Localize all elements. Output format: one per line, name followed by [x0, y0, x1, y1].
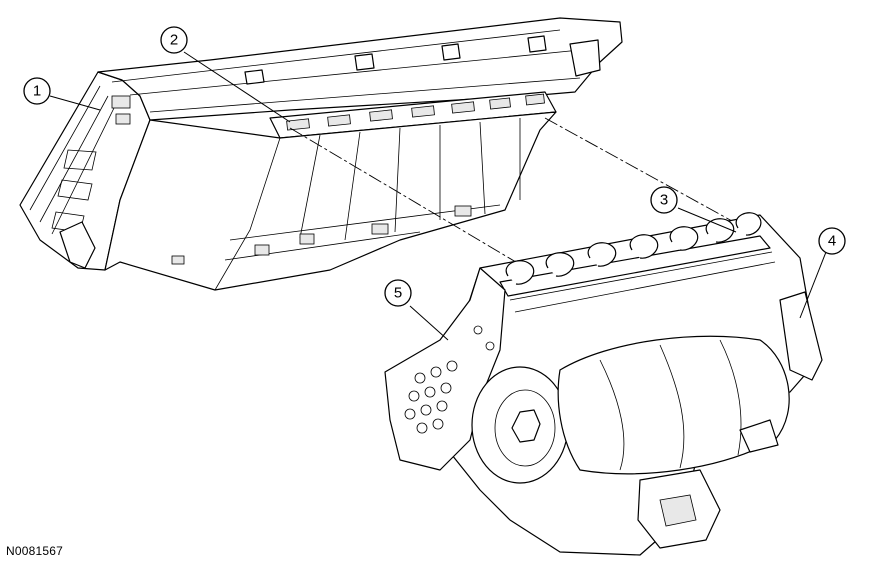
- callout-label: 4: [828, 233, 836, 250]
- callout-3: 3: [650, 186, 678, 214]
- callout-label: 1: [33, 83, 41, 100]
- leader-lines: [49, 51, 827, 341]
- callout-1: 1: [23, 77, 51, 105]
- callout-label: 5: [394, 285, 402, 302]
- callout-label: 2: [170, 32, 178, 49]
- callout-label: 3: [660, 192, 668, 209]
- vane-row: [505, 212, 762, 285]
- bezel-panel-part: [19, 17, 623, 291]
- callout-4: 4: [818, 227, 846, 255]
- callout-2: 2: [160, 26, 188, 54]
- vane-housing-part: [384, 212, 823, 556]
- alignment-lines: [289, 117, 753, 269]
- callout-5: 5: [384, 279, 412, 307]
- figure-identifier: N0081567: [6, 544, 63, 558]
